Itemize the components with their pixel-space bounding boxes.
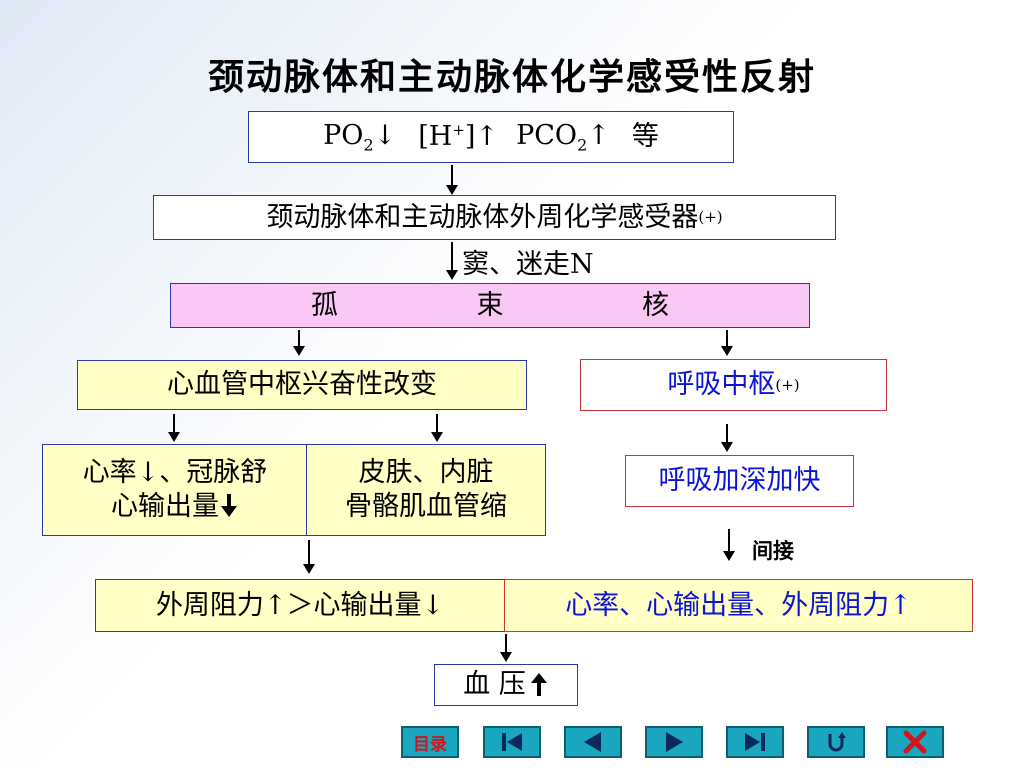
last-page-icon (745, 733, 765, 751)
menu-button[interactable]: 目录 (401, 726, 459, 758)
nucleus-box: 孤 束 核 (170, 283, 810, 328)
effect-left-line1: 心率↓、冠脉舒 (82, 457, 268, 489)
effect-left-box: 心率↓、冠脉舒 心输出量 (42, 444, 308, 536)
resp-center-sign: (+) (775, 375, 800, 394)
arrow-receptor-to-nucleus (446, 242, 458, 280)
arrow-result-to-bp (500, 634, 512, 662)
stimulus-etc: 等 (631, 121, 659, 153)
arrow-effects-to-result (303, 540, 315, 574)
previous-page-icon (584, 732, 601, 752)
arrow-stimulus-to-receptor (446, 165, 458, 195)
cardio-center-text: 心血管中枢兴奋性改变 (167, 369, 437, 401)
previous-page-button[interactable] (564, 726, 622, 758)
next-page-button[interactable] (645, 726, 703, 758)
stimulus-h: [H+]↑ (418, 121, 499, 153)
arrow-cardio-to-effect-left (168, 414, 180, 442)
effect-left-line2-wrap: 心输出量 (111, 490, 239, 524)
resp-effect-text: 呼吸加深加快 (658, 465, 821, 497)
last-page-button[interactable] (726, 726, 784, 758)
effect-right-line1: 皮肤、内脏 (358, 457, 494, 489)
resp-effect-box: 呼吸加深加快 (625, 455, 854, 507)
exit-button[interactable] (886, 726, 944, 758)
bold-down-arrow-icon (221, 494, 237, 517)
cardio-center-box: 心血管中枢兴奋性改变 (77, 360, 527, 410)
effect-right-box: 皮肤、内脏 骨骼肌血管缩 (306, 444, 546, 536)
result-right-text: 心率、心输出量、外周阻力↑ (565, 589, 912, 621)
nucleus-char-2: 束 (476, 289, 504, 321)
first-page-button[interactable] (483, 726, 541, 758)
indirect-label: 间接 (752, 538, 794, 563)
result-left-text: 外周阻力↑＞心输出量↓ (155, 589, 445, 621)
exit-icon (903, 730, 927, 754)
return-button[interactable] (807, 726, 865, 758)
arrow-nucleus-to-cardio (293, 330, 305, 356)
stimulus-pco2: PCO2↑ (516, 119, 610, 155)
return-icon (828, 732, 846, 752)
nerve-label: 窦、迷走N (462, 249, 594, 280)
arrow-nucleus-to-resp (721, 330, 733, 356)
receptor-box: 颈动脉体和主动脉体外周化学感受器(+) (153, 195, 836, 240)
bp-box: 血 压 (434, 664, 578, 706)
result-left-box: 外周阻力↑＞心输出量↓ (95, 579, 505, 632)
nucleus-char-1: 孤 (311, 289, 338, 321)
first-page-icon (502, 733, 522, 751)
resp-center-box: 呼吸中枢(+) (580, 359, 887, 411)
page-title: 颈动脉体和主动脉体化学感受性反射 (207, 56, 816, 98)
arrow-resp-to-result (723, 529, 735, 561)
stimulus-box: PO2↓ [H+]↑ PCO2↑ 等 (248, 111, 734, 163)
receptor-text: 颈动脉体和主动脉体外周化学感受器 (266, 201, 699, 233)
menu-button-label: 目录 (413, 734, 447, 755)
arrow-cardio-to-effect-right (431, 414, 443, 442)
nucleus-char-3: 核 (642, 289, 669, 321)
receptor-sign: (+) (698, 208, 723, 227)
next-page-icon (666, 732, 683, 752)
resp-center-text: 呼吸中枢 (667, 369, 776, 401)
result-right-box: 心率、心输出量、外周阻力↑ (504, 579, 973, 632)
stimulus-po2: PO2↓ (323, 119, 397, 155)
effect-right-line2: 骨骼肌血管缩 (345, 491, 507, 522)
bp-text: 血 压 (463, 669, 526, 701)
bold-up-arrow-icon (530, 673, 547, 696)
arrow-resp-to-effect (721, 424, 733, 452)
